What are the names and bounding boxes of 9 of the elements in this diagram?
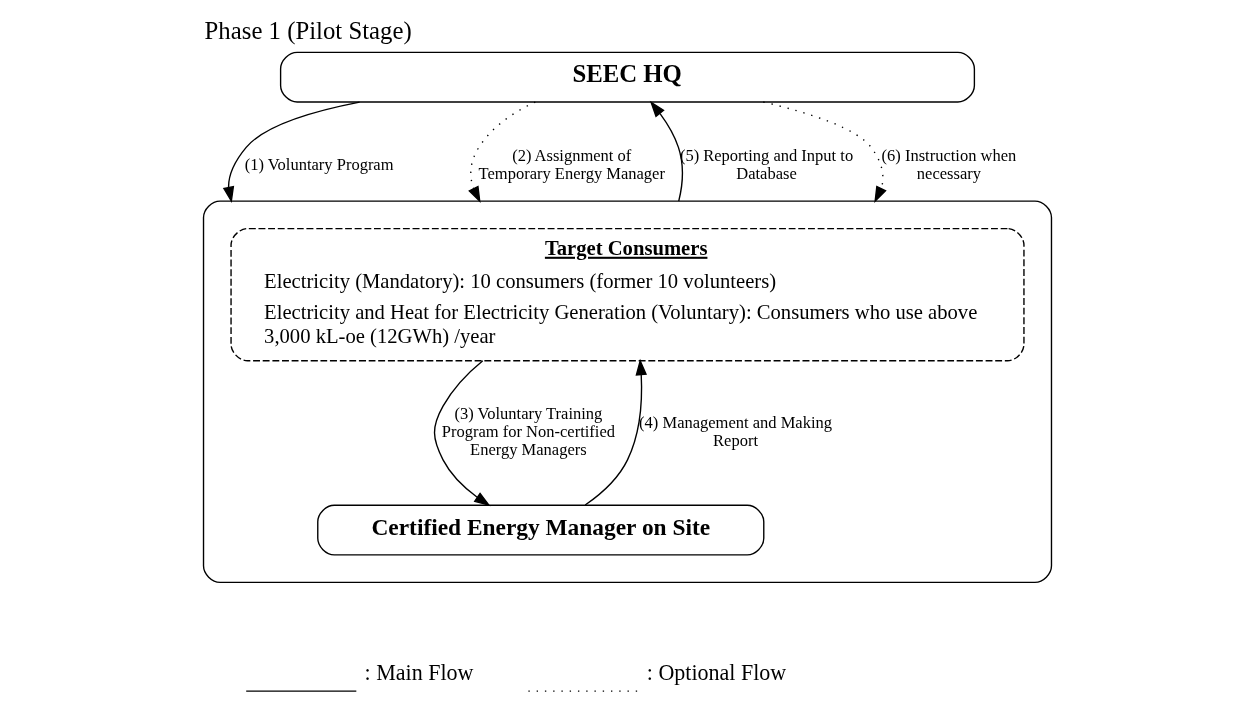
edge-label: (3) Voluntary Training Program for Non-certified Energy Managers xyxy=(441,404,615,460)
edge-label: (4) Management and Making Report xyxy=(639,413,833,451)
legend-label: : Main Flow xyxy=(364,659,474,685)
edge-label: (6) Instruction when necessary xyxy=(881,145,1017,183)
edge-label: (1) Voluntary Program xyxy=(244,154,394,174)
diagram-title: Phase 1 (Pilot Stage) xyxy=(204,17,412,45)
edge-label: (5) Reporting and Input to Database xyxy=(679,145,854,183)
legend-label: : Optional Flow xyxy=(646,659,787,685)
edge-label: (2) Assignment of Temporary Energy Manager xyxy=(478,145,665,183)
